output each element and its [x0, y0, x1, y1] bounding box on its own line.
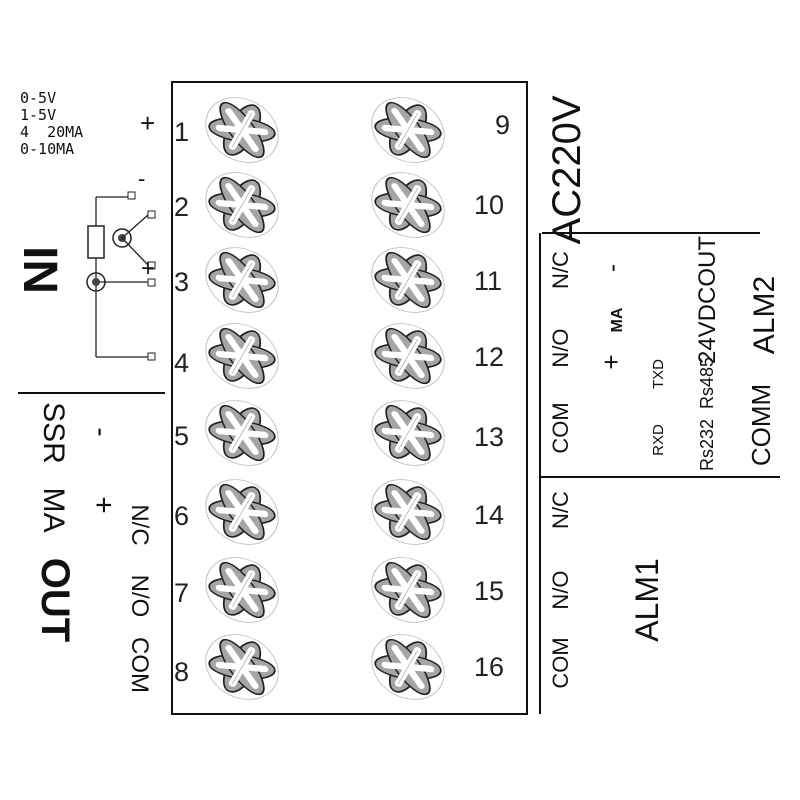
out-minus-sign: - [86, 427, 117, 436]
ac220v-label: AC220V [545, 95, 589, 244]
alm2-comm-section: N/C N/O COM - MA + TXD RXD 24VDCOUT Rs48… [548, 236, 781, 471]
alm2-label: ALM2 [748, 276, 781, 354]
alm2-nc-label: N/C [548, 251, 573, 289]
terminal-number-4: 4 [174, 348, 189, 378]
terminal-number-8: 8 [174, 657, 189, 687]
signal-type-list: 0-5V 1-5V 4 20MA 0-10MA [20, 89, 83, 158]
terminal-screw-6 [194, 467, 290, 558]
terminal-screw-12 [360, 311, 456, 402]
output-section: - + SSR MA OUT N/C N/O COM [33, 402, 153, 693]
signal-type-0-10ma: 0-10MA [20, 140, 74, 158]
terminal-screw-8 [194, 622, 290, 713]
resistor-symbol [87, 225, 105, 259]
out-label: OUT [33, 558, 77, 642]
rs232-label: Rs232 [697, 419, 717, 471]
24vdc-out-label: 24VDCOUT [694, 236, 721, 364]
relay-com-label: COM [126, 637, 153, 693]
terminal-number-11: 11 [474, 266, 502, 296]
junction-node-icon [86, 272, 106, 292]
terminal-screw-4 [194, 311, 290, 402]
relay-no-label: N/O [126, 575, 153, 618]
terminal-number-10: 10 [474, 190, 504, 220]
terminal-number-7: 7 [174, 578, 189, 608]
terminal-screw-10 [360, 160, 456, 251]
input-plus-sign: + [140, 108, 155, 138]
sensor-plus-sign: + [141, 255, 155, 282]
terminal-screw-1 [194, 85, 290, 176]
terminal-screw-15 [360, 545, 456, 636]
rxd-label: RXD [650, 424, 667, 456]
signal-type-4-20ma: 4 20MA [20, 123, 83, 141]
ma-minus-sign: - [599, 264, 626, 272]
alm1-no-label: N/O [548, 570, 573, 609]
terminal-number-2: 2 [174, 192, 189, 222]
alm1-nc-label: N/C [548, 491, 573, 529]
terminal-number-15: 15 [474, 576, 504, 606]
sensor-minus-sign: - [138, 166, 145, 191]
terminal-number-3: 3 [174, 267, 189, 297]
comm-label: COMM [746, 384, 776, 466]
ma-label: MA [37, 488, 70, 533]
terminal-block-outline [171, 81, 528, 715]
terminal-number-5: 5 [174, 421, 189, 451]
terminal-number-9: 9 [495, 110, 510, 140]
rs485-label: Rs485 [697, 357, 717, 409]
alm2-com-label: COM [548, 402, 573, 453]
terminal-screw-5 [194, 388, 290, 479]
terminal-screw-13 [360, 388, 456, 479]
terminal-number-14: 14 [474, 500, 504, 530]
txd-label: TXD [650, 359, 667, 389]
terminal-screw-3 [194, 235, 290, 326]
terminal-number-6: 6 [174, 501, 189, 531]
terminal-screw-9 [360, 85, 456, 176]
ma-out-label: MA [609, 307, 626, 332]
terminal-screw-14 [360, 467, 456, 558]
terminal-number-16: 16 [474, 652, 504, 682]
alm1-section: N/C N/O COM ALM1 [548, 491, 665, 689]
terminal-screw-2 [194, 160, 290, 251]
alm2-no-label: N/O [548, 328, 573, 367]
left-terminal-numbers: 1 2 3 4 5 6 7 8 [174, 117, 189, 687]
input-wiring-schematic: - + [86, 166, 156, 361]
signal-type-0-5v: 0-5V [20, 89, 56, 107]
ma-plus-sign: + [596, 354, 626, 369]
alm1-label: ALM1 [629, 558, 665, 642]
right-terminal-numbers: 9 10 11 12 13 14 15 16 [474, 110, 510, 682]
terminal-screw-16 [360, 622, 456, 713]
terminal-number-13: 13 [474, 422, 504, 452]
relay-nc-label: N/C [126, 504, 153, 545]
terminal-screw-11 [360, 235, 456, 326]
sensor-node-icon [112, 228, 132, 248]
in-label: IN [13, 246, 66, 294]
terminal-screws [194, 85, 456, 713]
out-plus-sign: + [87, 496, 120, 514]
ssr-label: SSR [37, 402, 70, 464]
terminal-number-12: 12 [474, 342, 504, 372]
signal-type-1-5v: 1-5V [20, 106, 56, 124]
terminal-screw-7 [194, 545, 290, 636]
alm1-com-label: COM [548, 637, 573, 688]
terminal-number-1: 1 [174, 117, 189, 147]
